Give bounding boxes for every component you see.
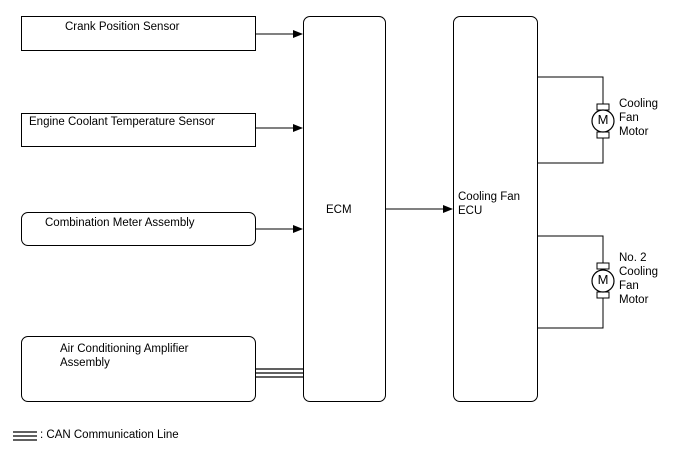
can-communication-line [256,368,303,378]
combination-meter-assembly-label: Combination Meter Assembly [45,217,195,229]
engine-coolant-temperature-sensor-box: Engine Coolant Temperature Sensor [21,113,256,147]
air-conditioning-amplifier-assembly-label: Air Conditioning Amplifier Assembly [60,343,189,369]
air-conditioning-amplifier-assembly-box: Air Conditioning Amplifier Assembly [21,336,256,402]
no2-cooling-fan-motor-m-glyph: M [597,272,609,287]
cooling-fan-motor-m-glyph: M [597,112,609,127]
crank-position-sensor-label: Crank Position Sensor [65,21,180,33]
no2-cooling-fan-motor-symbol [591,262,615,299]
legend-label: : CAN Communication Line [40,429,179,441]
combination-meter-assembly-box: Combination Meter Assembly [21,212,256,246]
cooling-fan-motor-wiring [538,76,604,164]
cooling-fan-ecu-box: Cooling Fan ECU [453,16,538,402]
engine-coolant-temperature-sensor-label: Engine Coolant Temperature Sensor [29,116,215,128]
cooling-fan-motor-symbol [591,103,615,139]
cooling-fan-ecu-label: Cooling Fan ECU [458,191,521,217]
legend-can-symbol [13,431,37,441]
no2-cooling-fan-motor-wiring [538,235,604,329]
ecm-box: ECM [303,16,386,402]
no2-cooling-fan-motor-label: No. 2 Cooling Fan Motor [619,252,658,306]
ecm-label: ECM [326,204,352,216]
crank-position-sensor-box: Crank Position Sensor [21,16,256,51]
cooling-fan-motor-label: Cooling Fan Motor [619,98,658,138]
